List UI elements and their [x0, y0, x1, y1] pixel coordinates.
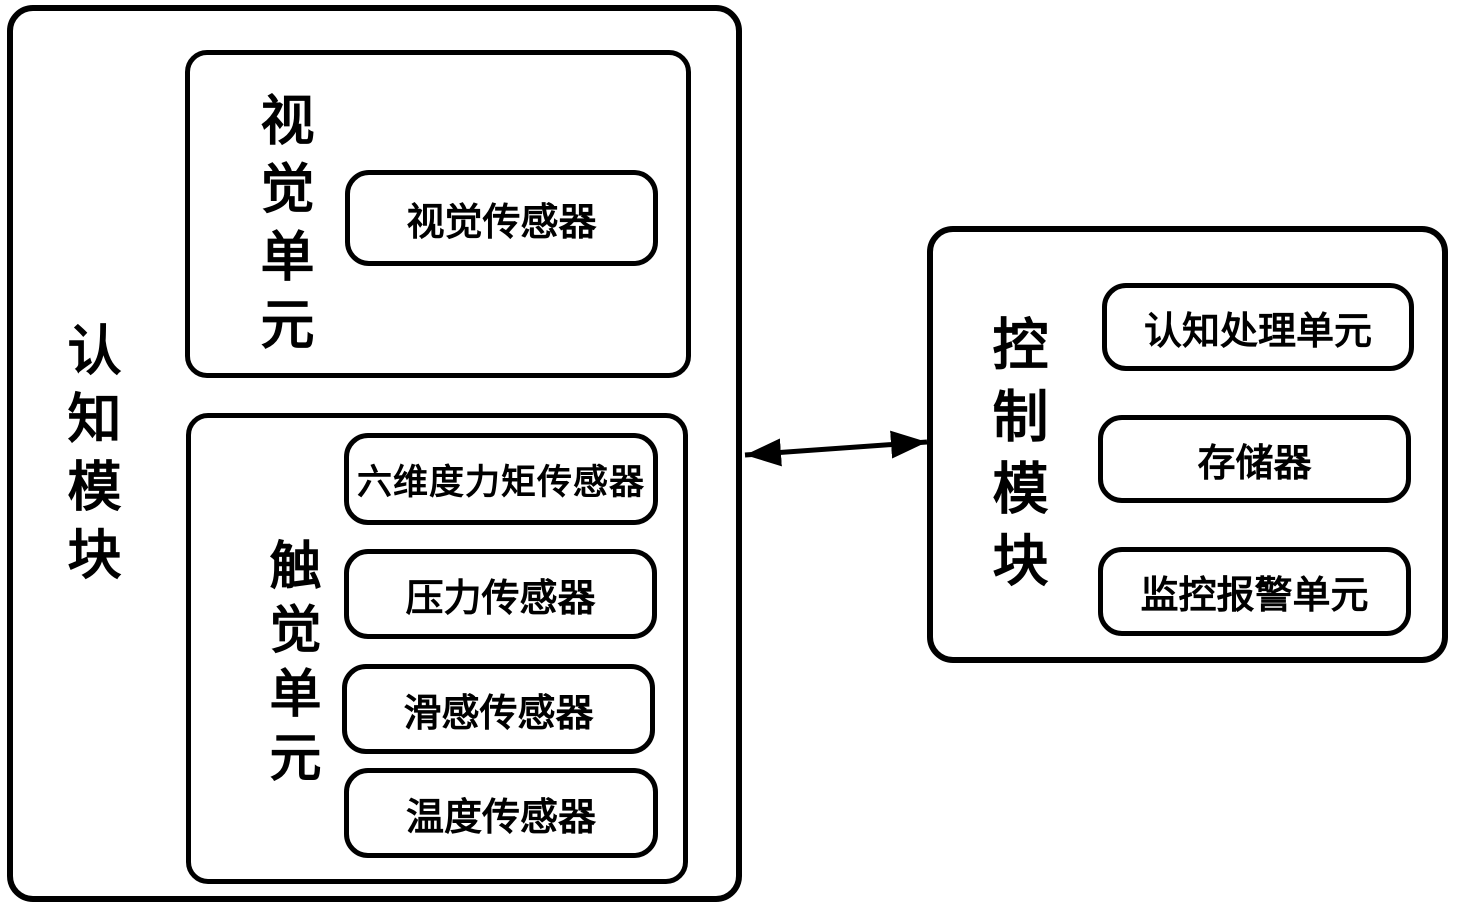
pressure-sensor-box: 压力传感器	[344, 549, 657, 639]
cognition-module-label: 认知模块	[58, 322, 122, 594]
slip-sensor-box: 滑感传感器	[342, 664, 655, 754]
monitor-alarm-unit-box: 监控报警单元	[1098, 547, 1411, 636]
tactile-unit-label: 触觉单元	[260, 538, 321, 794]
temperature-sensor-box: 温度传感器	[344, 768, 658, 858]
control-module-label: 控制模块	[983, 315, 1049, 603]
vision-unit-label: 视觉单元	[251, 92, 315, 364]
memory-unit-box: 存储器	[1098, 415, 1411, 503]
connector-line	[744, 430, 928, 467]
cognition-processing-unit-box: 认知处理单元	[1102, 283, 1414, 371]
vision-sensor-box: 视觉传感器	[345, 170, 658, 266]
six-axis-force-torque-sensor-box: 六维度力矩传感器	[344, 433, 658, 525]
